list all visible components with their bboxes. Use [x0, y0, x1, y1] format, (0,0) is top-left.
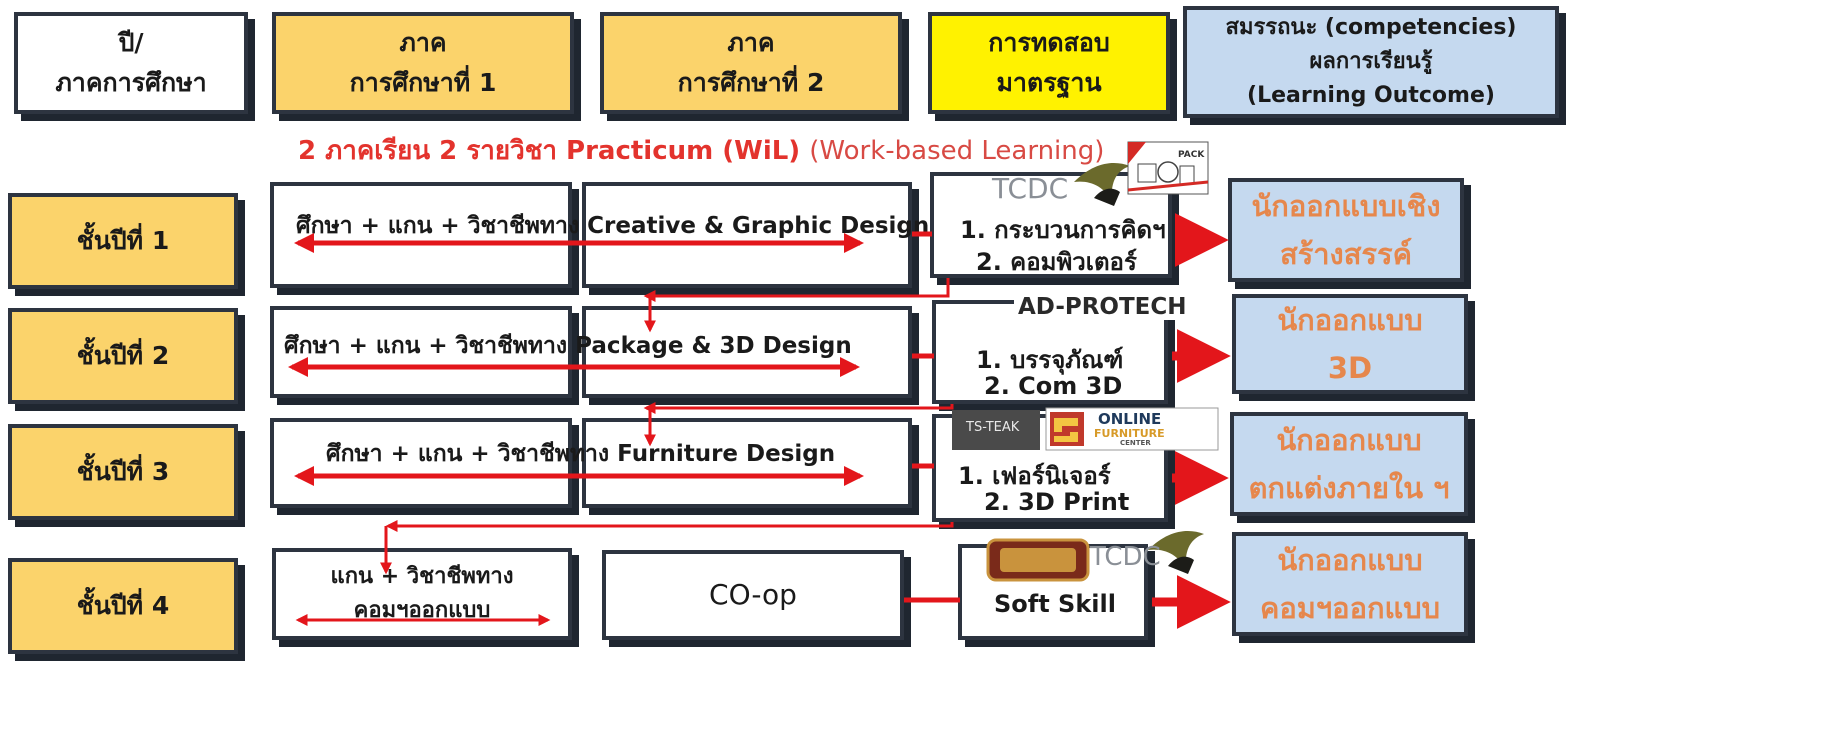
pack-logo	[1127, 141, 1209, 195]
loop-y1-to-y2	[643, 278, 950, 302]
outcome-y1-line1: นักออกแบบเชิง	[1251, 189, 1441, 223]
outcome-y1-line2: สร้างสรรค์	[1280, 237, 1412, 271]
tcdc-bird-icon	[1074, 163, 1130, 206]
header-year-line1: ปี/	[118, 28, 144, 57]
tsteak-logo-text: TS-TEAK	[966, 420, 1020, 435]
exam-y2-line1: 1. บรรจุภัณฑ์	[976, 346, 1124, 374]
exam-y3-line1: 1. เฟอร์นิเจอร์	[958, 462, 1111, 490]
online-logo-center: CENTER	[1120, 439, 1151, 447]
course-box-y2-sem2	[582, 306, 912, 398]
outcome-box-y3: นักออกแบบ ตกแต่งภายใน ฯ	[1230, 412, 1468, 516]
exam-y3-line2: 2. 3D Print	[984, 488, 1130, 516]
header-sem1-line1: ภาค	[399, 28, 447, 57]
outcome-y4-line1: นักออกแบบ	[1277, 543, 1423, 577]
header-sem2-line1: ภาค	[727, 28, 775, 57]
practicum-note: 2 ภาคเรียน 2 รายวิชา Practicum (WiL) (Wo…	[298, 130, 1104, 171]
year-4-label: ชั้นปีที่ 4	[8, 558, 238, 654]
course-y3-text: ศึกษา + แกน + วิชาชีพทาง Furniture Desig…	[326, 441, 836, 467]
course-box-y3-sem1	[270, 418, 572, 508]
exam-y4-line1: Soft Skill	[994, 590, 1116, 618]
online-logo-s-glyph	[1054, 418, 1078, 442]
year-1-label: ชั้นปีที่ 1	[8, 193, 238, 289]
header-outcome-line3: (Learning Outcome)	[1247, 83, 1495, 108]
exam-y1-line2: 2. คอมพิวเตอร์	[976, 248, 1137, 276]
header-outcome-line2: ผลการเรียนรู้	[1309, 49, 1433, 74]
header-learning-outcome: สมรรถนะ (competencies) ผลการเรียนรู้ (Le…	[1183, 6, 1559, 118]
year-2-text: ชั้นปีที่ 2	[76, 341, 170, 370]
course-y2-text: ศึกษา + แกน + วิชาชีพทาง Package & 3D De…	[284, 333, 852, 359]
header-year-line2: ภาคการศึกษา	[55, 68, 207, 97]
year-4-text: ชั้นปีที่ 4	[76, 591, 170, 620]
year-1-text: ชั้นปีที่ 1	[76, 226, 170, 255]
pack-logo-text: PACK	[1178, 150, 1205, 160]
header-sem1-line2: การศึกษาที่ 1	[349, 68, 497, 97]
header-standard-test: การทดสอบ มาตรฐาน	[928, 12, 1170, 114]
exam-y2-line2: 2. Com 3D	[984, 372, 1123, 400]
header-outcome-line1: สมรรถนะ (competencies)	[1225, 15, 1517, 40]
course-box-y3-sem2	[582, 418, 912, 508]
exam-y1-line1: 1. กระบวนการคิดฯ	[960, 216, 1166, 244]
online-logo-sub: FURNITURE	[1094, 427, 1165, 440]
year-3-text: ชั้นปีที่ 3	[76, 457, 170, 486]
coop-box: CO-op	[602, 550, 904, 640]
header-semester-2: ภาค การศึกษาที่ 2	[600, 12, 902, 114]
year-3-label: ชั้นปีที่ 3	[8, 424, 238, 520]
header-semester-1: ภาค การศึกษาที่ 1	[272, 12, 574, 114]
tcdc-bird-icon-y4	[1148, 531, 1204, 574]
loop-y2-to-y3	[643, 402, 954, 414]
outcome-y2-line1: นักออกแบบ	[1277, 303, 1423, 337]
outcome-box-y4: นักออกแบบ คอมฯออกแบบ	[1232, 532, 1468, 636]
year-2-label: ชั้นปีที่ 2	[8, 308, 238, 404]
tcdc-logo-y1: TCDC	[992, 172, 1069, 205]
header-sem2-line2: การศึกษาที่ 2	[677, 68, 825, 97]
course-y4-line1: แกน + วิชาชีพทาง	[330, 564, 514, 589]
outcome-box-y1: นักออกแบบเชิง สร้างสรรค์	[1228, 178, 1464, 282]
outcome-y3-line2: ตกแต่งภายใน ฯ	[1248, 471, 1450, 505]
tcdc-logo-y4: TCDC	[1090, 542, 1161, 572]
header-exam-line2: มาตรฐาน	[996, 68, 1102, 97]
restaurant-logo-plate	[1000, 548, 1076, 572]
tsteak-logo	[952, 410, 1040, 450]
practicum-note-main: 2 ภาคเรียน 2 รายวิชา Practicum (WiL)	[298, 136, 801, 166]
outcome-y4-line2: คอมฯออกแบบ	[1259, 591, 1441, 625]
adprotech-logo: AD-PROTECH	[1014, 294, 1191, 320]
practicum-note-paren: (Work-based Learning)	[809, 136, 1105, 166]
coop-text: CO-op	[709, 578, 797, 611]
loop-y3-to-y4	[385, 520, 954, 532]
online-logo-text: ONLINE	[1098, 410, 1162, 428]
outcome-y2-line2: 3D	[1327, 351, 1373, 385]
outcome-y3-line1: นักออกแบบ	[1276, 423, 1422, 457]
header-exam-line1: การทดสอบ	[988, 28, 1110, 57]
outcome-box-y2: นักออกแบบ 3D	[1232, 294, 1468, 394]
header-year-semester: ปี/ ภาคการศึกษา	[14, 12, 248, 114]
course-box-y2-sem1	[270, 306, 572, 398]
